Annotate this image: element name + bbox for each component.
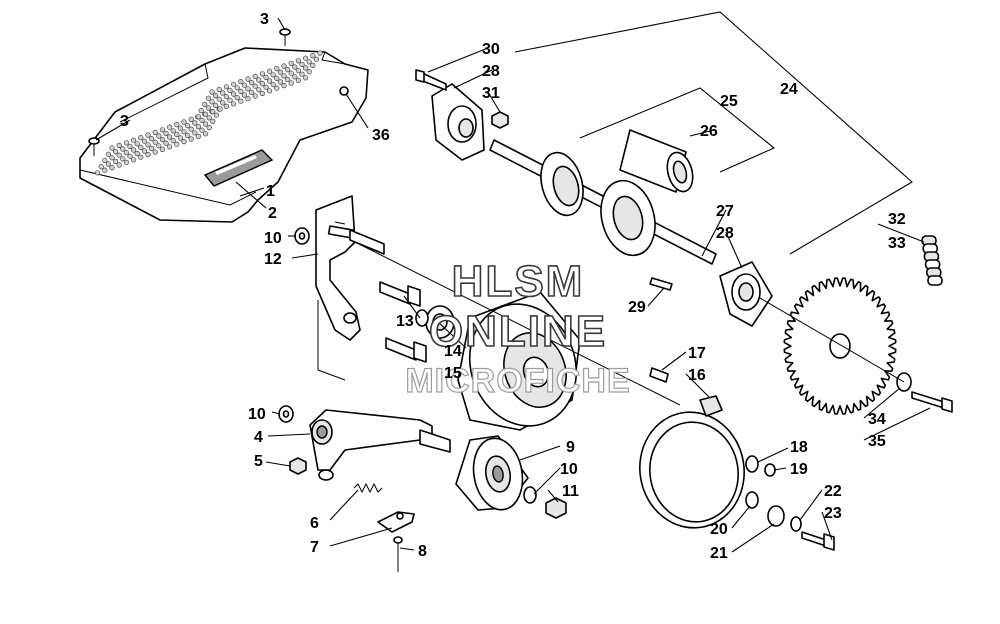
callout-18: 18 bbox=[790, 439, 808, 456]
callout-28: 28 bbox=[482, 63, 500, 80]
clip-7 bbox=[377, 511, 415, 533]
brake-band bbox=[639, 395, 745, 529]
warning-decal bbox=[203, 149, 274, 187]
callout-17: 17 bbox=[688, 345, 706, 362]
callout-29: 29 bbox=[628, 299, 646, 316]
washer-22 bbox=[790, 516, 802, 532]
washer-18 bbox=[745, 455, 759, 473]
drive-shaft-27 bbox=[489, 139, 717, 265]
nut-5 bbox=[289, 457, 307, 475]
callout-33: 33 bbox=[888, 235, 906, 252]
callout-32: 32 bbox=[888, 211, 906, 228]
sleeve-26 bbox=[619, 129, 694, 193]
callout-15: 15 bbox=[444, 365, 462, 382]
washer-20 bbox=[745, 491, 759, 509]
watermark-line1: HLSM bbox=[452, 257, 585, 306]
callout-12: 12 bbox=[264, 251, 282, 268]
callouts: 1 2 3 3 4 5 6 7 8 9 10 10 10 11 12 13 14… bbox=[120, 11, 906, 562]
washer-19 bbox=[764, 463, 776, 477]
nut-11 bbox=[545, 497, 567, 519]
callout-4: 4 bbox=[254, 429, 263, 446]
chain-case-cover bbox=[79, 47, 369, 223]
callout-10: 10 bbox=[264, 230, 282, 247]
callout-28: 28 bbox=[716, 225, 734, 242]
callout-5: 5 bbox=[254, 453, 263, 470]
chain-32 bbox=[921, 235, 943, 286]
callout-27: 27 bbox=[716, 203, 734, 220]
callout-30: 30 bbox=[482, 41, 500, 58]
bolt-30 bbox=[415, 69, 447, 91]
callout-35: 35 bbox=[868, 433, 886, 450]
watermark-line2: ONLINE bbox=[429, 307, 607, 356]
bolt-23 bbox=[801, 531, 835, 551]
callout-6: 6 bbox=[310, 515, 319, 532]
watermark: HLSM ONLINE MICROFICHE bbox=[405, 256, 631, 400]
pin-17 bbox=[649, 367, 669, 383]
callout-3: 3 bbox=[260, 11, 269, 28]
bolt-13 bbox=[379, 281, 427, 363]
callout-24: 24 bbox=[780, 81, 798, 98]
callout-23: 23 bbox=[824, 505, 842, 522]
spring-6 bbox=[353, 482, 383, 494]
bearing-flange-28-top bbox=[431, 83, 485, 161]
callout-26: 26 bbox=[700, 123, 718, 140]
callout-10: 10 bbox=[560, 461, 578, 478]
callout-16: 16 bbox=[688, 367, 706, 384]
callout-21: 21 bbox=[710, 545, 728, 562]
callout-22: 22 bbox=[824, 483, 842, 500]
bearing-flange-28-low bbox=[719, 261, 773, 327]
idler-roller-9 bbox=[455, 435, 529, 511]
nut-31 bbox=[491, 111, 509, 129]
tension-arm bbox=[309, 409, 451, 481]
callout-34: 34 bbox=[868, 411, 886, 428]
callout-9: 9 bbox=[566, 439, 575, 456]
callout-20: 20 bbox=[710, 521, 728, 538]
brake-disc bbox=[457, 291, 581, 431]
pin-8 bbox=[393, 536, 403, 572]
sprocket-33 bbox=[783, 277, 897, 415]
callout-2: 2 bbox=[268, 205, 277, 222]
key-29 bbox=[649, 277, 673, 291]
callout-3: 3 bbox=[120, 113, 129, 130]
callout-25: 25 bbox=[720, 93, 738, 110]
leader-lines bbox=[95, 17, 931, 553]
bolt-35 bbox=[911, 391, 953, 413]
washer-10-low bbox=[523, 486, 537, 504]
retainer-36 bbox=[339, 86, 349, 96]
callout-14: 14 bbox=[444, 343, 462, 360]
watermark-line3: MICROFICHE bbox=[405, 362, 630, 400]
washer-21 bbox=[767, 505, 785, 527]
callout-13: 13 bbox=[396, 313, 414, 330]
callout-8: 8 bbox=[418, 543, 427, 560]
mounting-bracket bbox=[315, 195, 385, 341]
callout-31: 31 bbox=[482, 85, 500, 102]
screw-3-top bbox=[279, 28, 291, 46]
callout-7: 7 bbox=[310, 539, 319, 556]
callout-10: 10 bbox=[248, 406, 266, 423]
callout-11: 11 bbox=[562, 483, 579, 500]
callout-1: 1 bbox=[266, 183, 275, 200]
callout-36: 36 bbox=[372, 127, 390, 144]
callout-19: 19 bbox=[790, 461, 808, 478]
